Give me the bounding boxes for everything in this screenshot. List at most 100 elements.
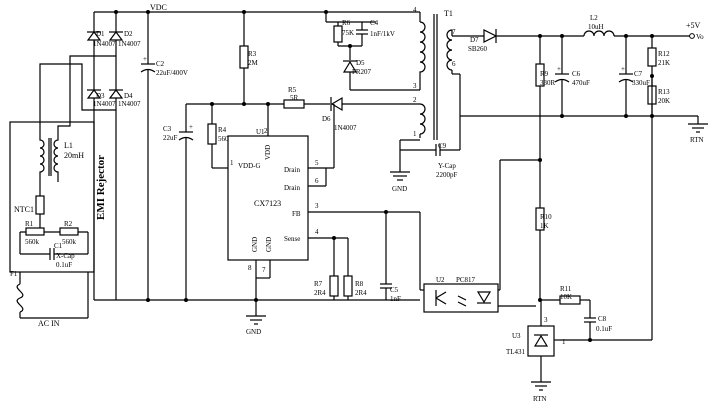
d4-value: 1N4007	[118, 100, 141, 108]
r5-value: 5R	[290, 94, 299, 102]
l2-value: 10uH	[588, 23, 604, 31]
t1-pin6: 6	[452, 60, 456, 68]
gnd-symbol-primary	[246, 315, 266, 325]
svg-text:+: +	[557, 65, 561, 73]
resistor-r5	[283, 99, 305, 109]
c8-value: 0.1uF	[596, 325, 612, 333]
u1-pin8-num: 8	[248, 264, 252, 272]
u1-name: CX7123	[254, 199, 281, 208]
capacitor-c5	[380, 210, 421, 300]
c9-type: Y-Cap	[438, 162, 456, 170]
r6-ref: R6	[342, 19, 351, 27]
ntc1-ref: NTC1	[14, 205, 34, 214]
d3-value: 1N4007	[93, 100, 116, 108]
t1-pin2: 2	[413, 96, 417, 104]
r6-value: 75K	[342, 29, 354, 37]
svg-text:+: +	[189, 123, 193, 131]
d3-ref: D3	[96, 92, 105, 100]
ntc1-resistor	[35, 195, 45, 215]
plus5v-label: +5V	[686, 21, 701, 30]
r12-value: 21K	[658, 59, 670, 67]
gnd-label-primary: GND	[246, 328, 261, 336]
c6-ref: C6	[572, 70, 581, 78]
vdc-label: VDC	[150, 3, 167, 12]
r10-value: 1K	[540, 222, 549, 230]
rtn-symbol-bottom	[531, 381, 551, 391]
c2-value: 22uF/400V	[156, 69, 188, 77]
r4-value: 560R	[218, 135, 234, 143]
r1-resistor	[25, 227, 45, 236]
u3-pin1: 1	[562, 338, 566, 346]
sense-resistors	[329, 236, 353, 300]
c7-ref: C7	[634, 70, 643, 78]
rtn-symbol-top	[688, 116, 708, 133]
r11-ref: R11	[560, 285, 572, 293]
rtn-label-top: RTN	[690, 136, 704, 144]
r2-value: 560k	[62, 238, 77, 246]
svg-text:+: +	[143, 55, 147, 63]
c5-ref: C5	[390, 286, 399, 294]
t1-pin4: 4	[413, 6, 417, 14]
r10-ref: R10	[540, 213, 552, 221]
u3-pin3: 3	[544, 316, 548, 324]
r3-ref: R3	[248, 50, 257, 58]
t1-ref: T1	[444, 9, 453, 18]
svg-text:+: +	[621, 65, 625, 73]
emi-box	[9, 121, 95, 273]
diode-d6	[330, 96, 420, 112]
r1-value: 560k	[25, 238, 40, 246]
d7-value: SB260	[468, 45, 488, 53]
emi-title: EMI Rejector	[95, 155, 107, 220]
r4-ref: R4	[218, 126, 227, 134]
d2-ref: D2	[124, 30, 133, 38]
r5-ref: R5	[288, 86, 297, 94]
r7-ref: R7	[314, 280, 323, 288]
r13-ref: R13	[658, 88, 670, 96]
c8-ref: C8	[598, 315, 607, 323]
c7-value: 330uF	[632, 79, 650, 87]
r8-value: 2R4	[355, 289, 367, 297]
u1-pin1-num: 1	[230, 159, 234, 167]
c4-ref: C4	[370, 19, 379, 27]
r12-ref: R12	[658, 50, 670, 58]
resistor-r4	[207, 104, 228, 169]
u1-pin4-num: 4	[315, 228, 319, 236]
optocoupler-u2	[420, 283, 536, 313]
choke-l1	[39, 130, 59, 182]
r3-value: 2M	[248, 59, 259, 67]
r13-value: 20K	[658, 97, 670, 105]
d4-ref: D4	[124, 92, 133, 100]
d6-ref: D6	[322, 115, 331, 123]
u1-pin5-num: 5	[315, 159, 319, 167]
c1-type: X-Cap	[56, 252, 75, 260]
u1-pin6-num: 6	[315, 177, 319, 185]
c5-value: 1nF	[390, 295, 401, 303]
u1-pin-sense: Sense	[284, 235, 300, 243]
resistor-r9	[535, 36, 545, 208]
c4-value: 1nF/1kV	[370, 30, 395, 38]
u2-name: PC817	[456, 276, 476, 284]
r2-resistor	[59, 227, 79, 236]
u1-pin-fb: FB	[292, 210, 301, 218]
capacitor-c3: +	[178, 104, 194, 300]
gnd-label-y: GND	[392, 185, 407, 193]
c1-ref: C1	[54, 242, 63, 250]
f1-ref: F1	[10, 270, 18, 278]
d7-ref: D7	[470, 36, 479, 44]
rtn-label-bottom: RTN	[533, 395, 547, 403]
c9-ref: C9	[438, 142, 447, 150]
c1-value: 0.1uF	[56, 261, 72, 269]
r9-ref: R9	[540, 70, 549, 78]
r11-value: 10K	[560, 293, 572, 301]
u1-pin-drain1: Drain	[284, 166, 300, 174]
r7-value: 2R4	[314, 289, 326, 297]
ic-u1	[227, 104, 386, 316]
u1-pin7-num: 7	[262, 266, 266, 274]
r1-ref: R1	[25, 220, 34, 228]
t1-pin7: 7	[452, 28, 456, 36]
u2-ref: U2	[436, 276, 445, 284]
d1-value: 1N4007	[93, 40, 116, 48]
fuse-f1: F1	[10, 270, 24, 318]
capacitor-c7: +	[618, 36, 634, 116]
